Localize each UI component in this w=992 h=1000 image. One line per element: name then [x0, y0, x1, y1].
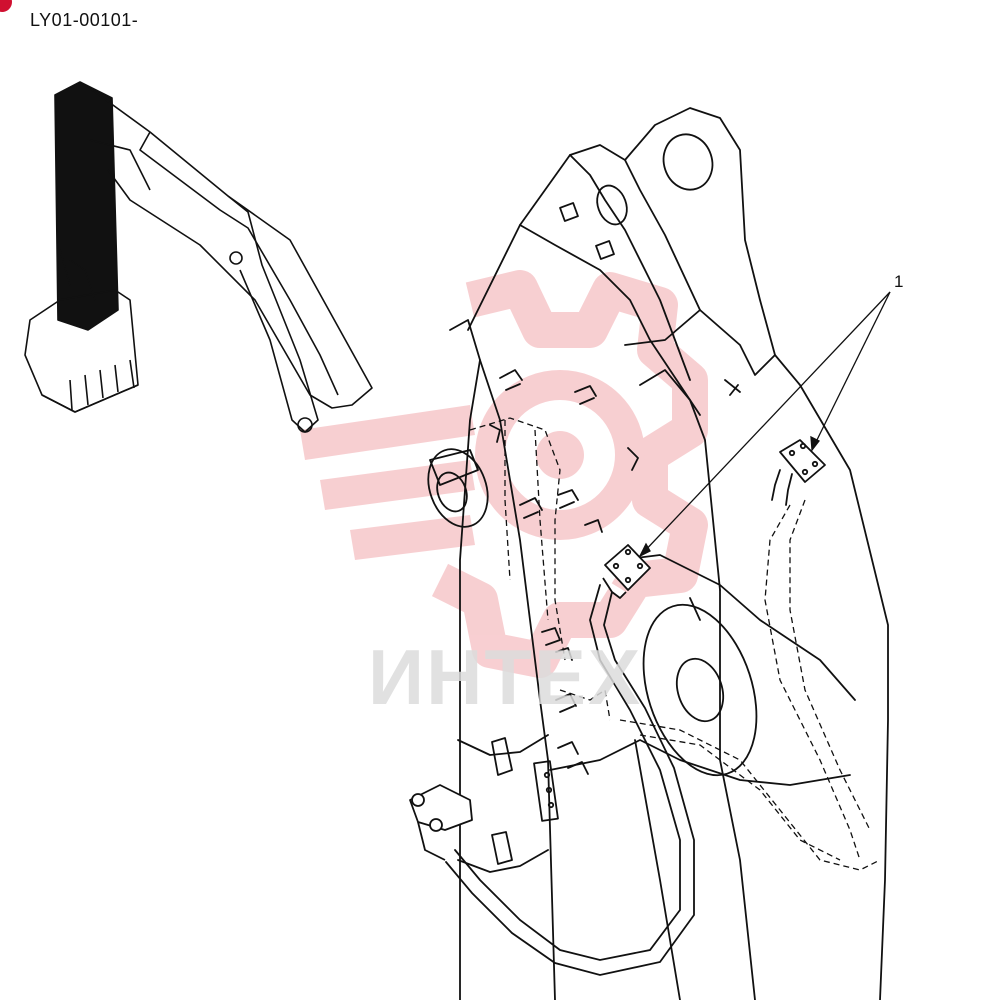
part-code-label: LY01-00101- [30, 10, 139, 30]
hidden-lines [469, 417, 881, 871]
excavator-thumbnail [24, 81, 373, 433]
flange-fittings [409, 439, 826, 861]
callout-leaders [638, 291, 891, 558]
hydraulic-hoses [445, 469, 793, 976]
watermark-text: ИНТЕХ [368, 633, 643, 721]
arm-assembly [427, 107, 889, 1000]
watermark-logo [300, 270, 708, 678]
corner-mark [0, 0, 12, 12]
callout-number-1: 1 [894, 272, 904, 291]
